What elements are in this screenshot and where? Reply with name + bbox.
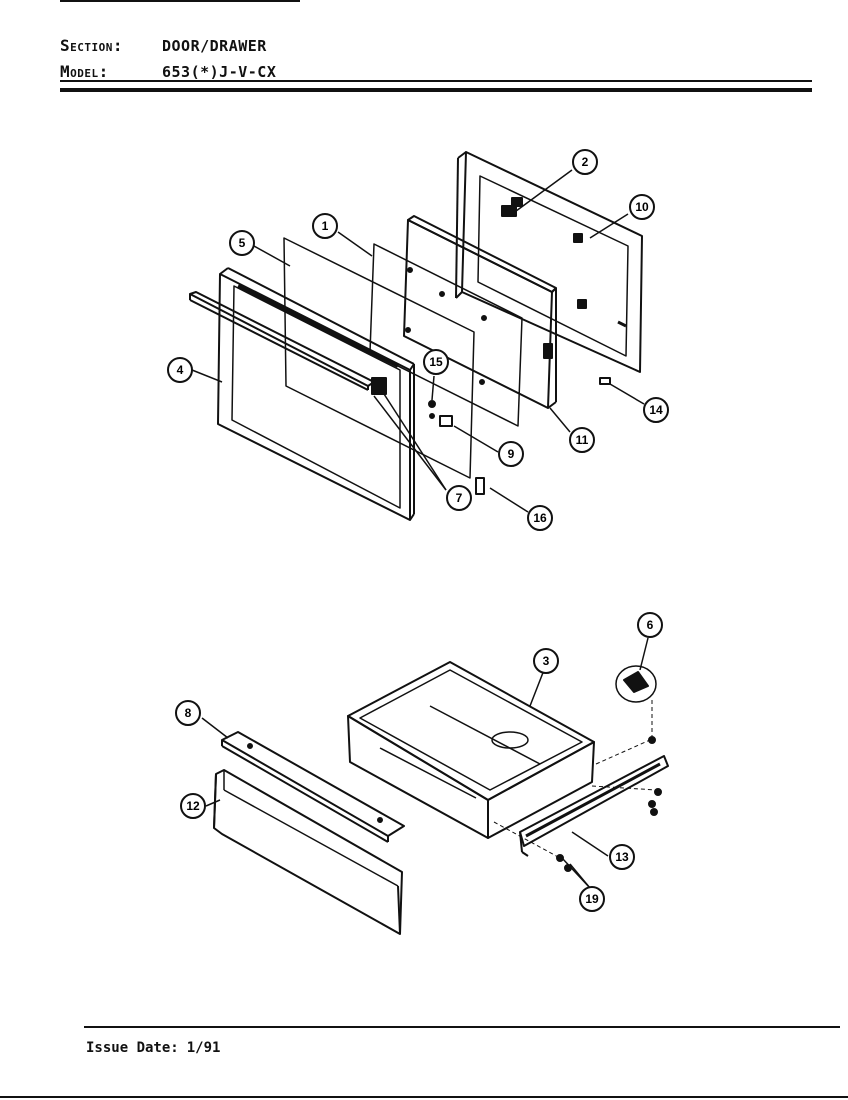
outer-door-frame [217, 267, 415, 521]
callout-16: 16 [527, 505, 553, 531]
top-rule [60, 0, 300, 2]
callout-9: 9 [498, 441, 524, 467]
door-glass-insulation [369, 243, 523, 427]
door-screw [428, 400, 436, 408]
callout-6: 6 [637, 612, 663, 638]
issue-date-label: Issue Date: [86, 1040, 179, 1056]
drawer-leader-lines [201, 637, 649, 889]
drawer-trim-strip [221, 731, 405, 843]
svg-text:14: 14 [649, 403, 663, 417]
issue-date-value: 1/91 [186, 1040, 221, 1056]
door-bracket [475, 477, 485, 495]
svg-text:11: 11 [576, 433, 589, 447]
section-line: Section: DOOR/DRAWER [60, 36, 267, 55]
svg-text:13: 13 [615, 850, 629, 864]
callout-7: 7 [446, 485, 472, 511]
svg-text:2: 2 [582, 155, 589, 169]
callout-4: 4 [167, 357, 193, 383]
svg-text:15: 15 [429, 355, 443, 369]
drawer-body [347, 661, 595, 839]
svg-text:1: 1 [322, 219, 329, 233]
callout-15: 15 [423, 349, 449, 375]
door-leader-lines [191, 169, 645, 513]
door-pin [599, 377, 611, 385]
model-line: Model: 653(*)J-V-CX [60, 62, 276, 81]
svg-text:6: 6 [647, 618, 654, 632]
drawer-slide [519, 755, 669, 857]
svg-text:3: 3 [543, 654, 550, 668]
header-rule-bottom [60, 88, 812, 92]
callout-8: 8 [175, 700, 201, 726]
svg-text:16: 16 [533, 511, 547, 525]
model-value: 653(*)J-V-CX [162, 63, 277, 81]
callout-11: 11 [569, 427, 595, 453]
door-screw-2 [429, 413, 435, 419]
callout-3: 3 [533, 648, 559, 674]
door-handle [189, 291, 387, 395]
section-value: DOOR/DRAWER [162, 37, 267, 55]
door-liner-frame [455, 151, 643, 373]
svg-text:19: 19 [585, 892, 599, 906]
callout-5: 5 [229, 230, 255, 256]
section-label: Section: [60, 36, 124, 55]
svg-text:4: 4 [177, 363, 184, 377]
door-clip [439, 415, 453, 427]
svg-text:9: 9 [508, 447, 515, 461]
footer-rule [84, 1026, 840, 1028]
svg-text:10: 10 [635, 200, 649, 214]
svg-text:8: 8 [185, 706, 192, 720]
svg-text:7: 7 [456, 491, 463, 505]
inner-door-panel [403, 215, 557, 409]
model-label: Model: [60, 62, 109, 81]
drawer-bumper [615, 665, 657, 703]
callout-19: 19 [579, 886, 605, 912]
svg-text:5: 5 [239, 236, 246, 250]
svg-text:12: 12 [186, 799, 200, 813]
callout-13: 13 [609, 844, 635, 870]
callout-10: 10 [629, 194, 655, 220]
issue-date: Issue Date: 1/91 [86, 1040, 220, 1056]
callout-12: 12 [180, 793, 206, 819]
callout-1: 1 [312, 213, 338, 239]
drawer-front-panel [213, 769, 403, 935]
header-rule-top [60, 80, 812, 82]
bottom-rule [0, 1096, 848, 1098]
callout-2: 2 [572, 149, 598, 175]
callout-14: 14 [643, 397, 669, 423]
drawer-assembly-lines [493, 700, 657, 859]
